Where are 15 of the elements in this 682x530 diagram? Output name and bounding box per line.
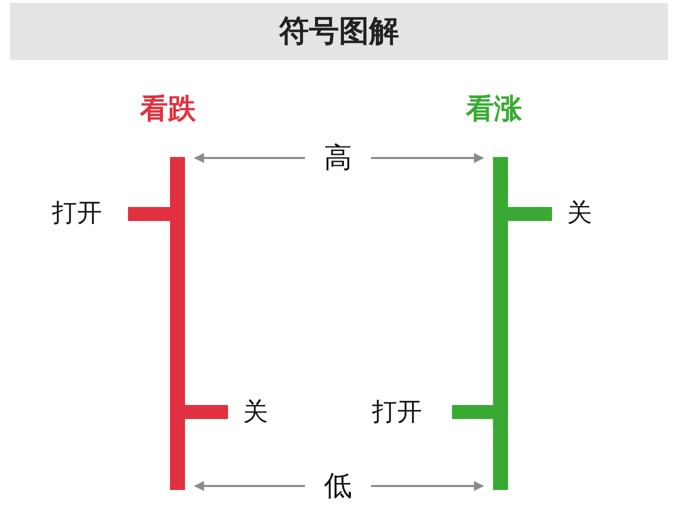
price-bar [170,157,185,490]
arrow [194,481,305,491]
price-label: 打开 [372,397,422,427]
price-label: 打开 [52,198,102,228]
arrow [371,481,484,491]
price-label: 关 [567,198,592,228]
arrow [371,153,484,163]
level-label: 高 [321,141,355,175]
price-label: 关 [243,397,268,427]
arrow [194,153,305,163]
diagram-title: 符号图解 [10,3,668,60]
price-bar [493,157,508,490]
level-label: 低 [321,469,355,503]
trend-heading: 看跌 [140,92,196,126]
trend-heading: 看涨 [466,92,522,126]
